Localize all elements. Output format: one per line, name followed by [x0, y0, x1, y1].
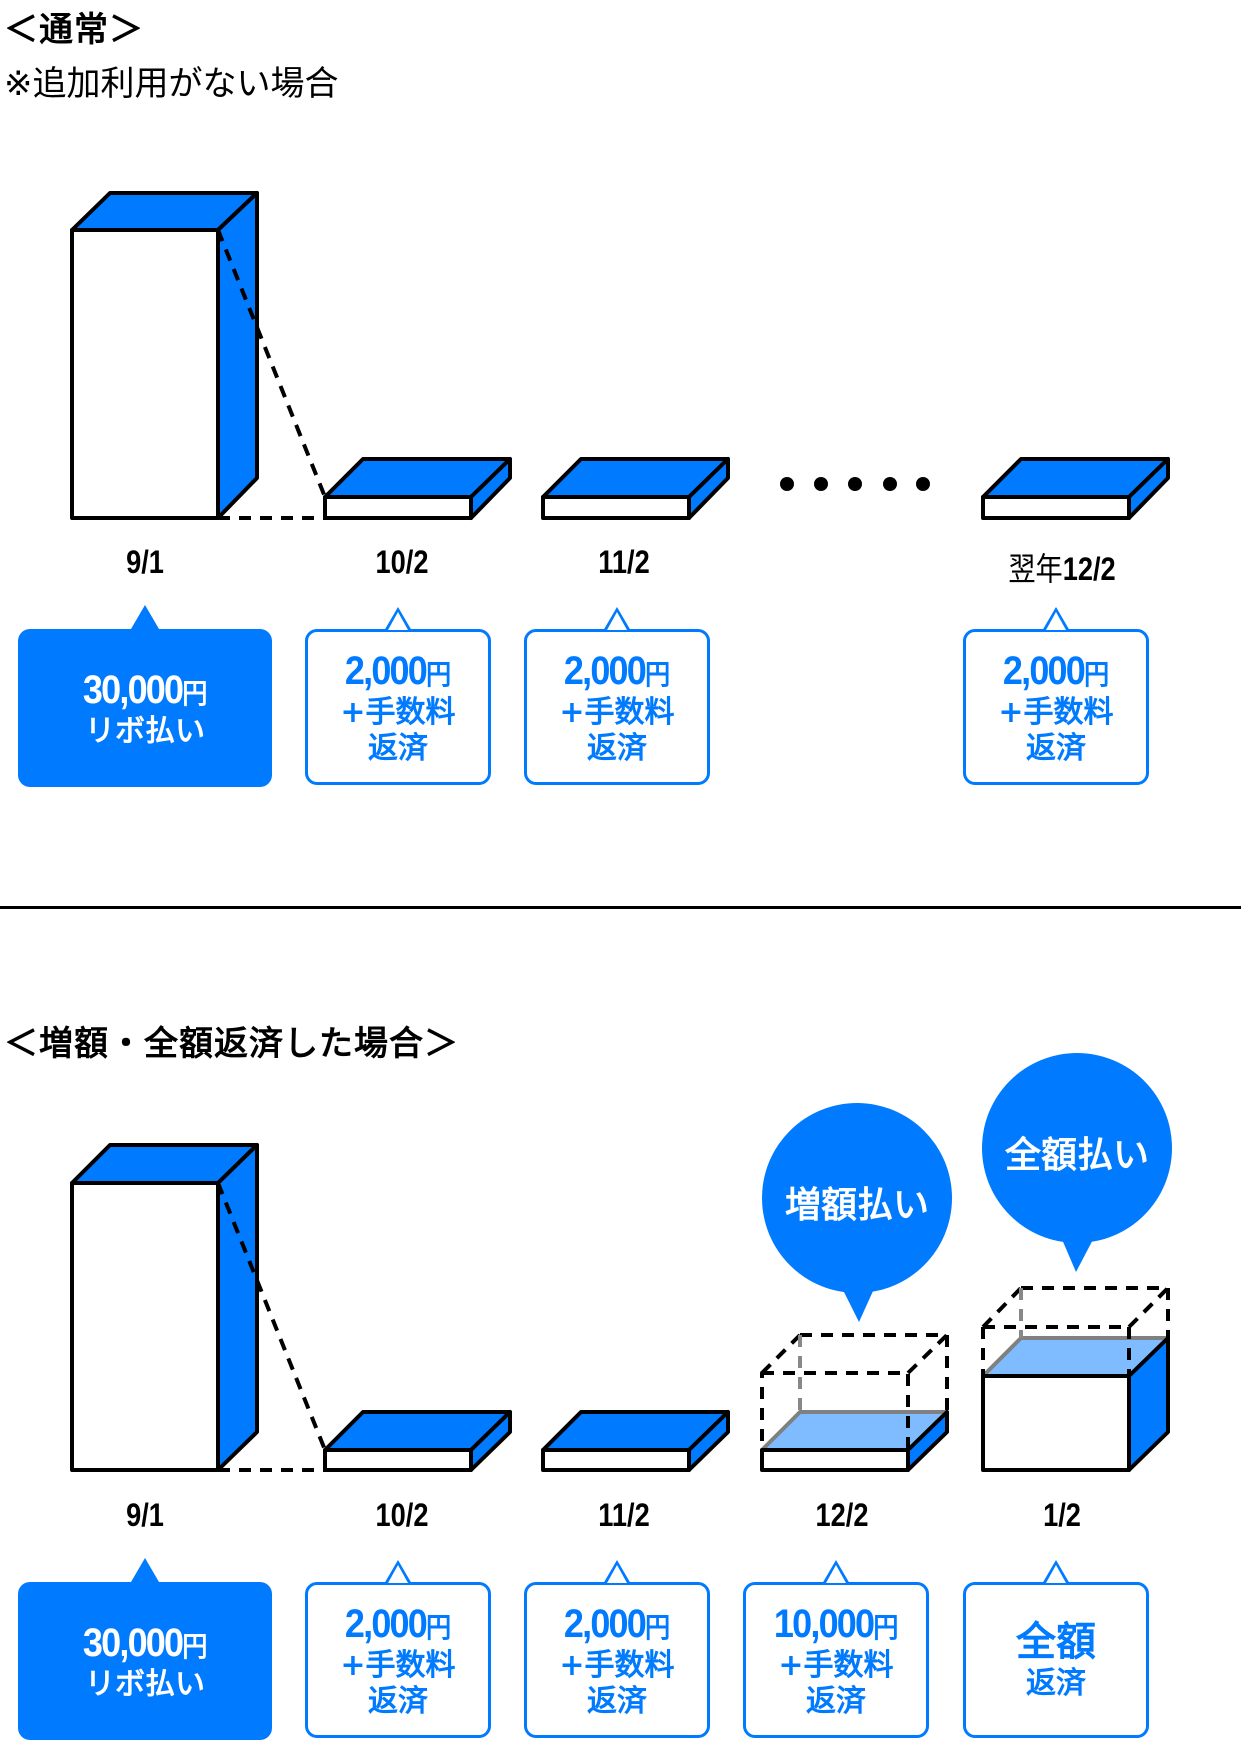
callout-text: リボ払い: [85, 714, 205, 749]
callout-text: 返済: [587, 1684, 647, 1719]
date-label: 10/2: [375, 1497, 429, 1533]
callout-revolving: 30,000円 リボ払い: [18, 1558, 272, 1740]
ellipsis-dots: [780, 477, 930, 491]
callout-tip: [603, 607, 631, 631]
section-heading-increase: ＜増額・全額返済した場合＞: [4, 1024, 459, 1064]
balance-box-9-1: [70, 191, 259, 520]
callout-tip: [603, 1560, 631, 1584]
bubble-label-increase: 増額払い: [784, 1185, 929, 1226]
dashed-guide: [216, 1182, 327, 1451]
bubble-full: [982, 1053, 1172, 1243]
callout-payment: 2,000円 +手数料 返済: [524, 607, 710, 785]
callout-payment-increase: 10,000円 +手数料 返済: [743, 1560, 929, 1738]
dashed-guide: [216, 229, 327, 498]
balance-slab-10-2-lower: [323, 1410, 512, 1472]
balance-slab-next-12-2: [981, 457, 1170, 520]
callout-amount: 2,000円: [1002, 649, 1110, 693]
date-label-next-year: 翌年12/2: [977, 544, 1147, 590]
callout-text: リボ払い: [85, 1667, 205, 1702]
callout-payment: 2,000円 +手数料 返済: [524, 1560, 710, 1738]
callout-payment-full: 全額 返済: [963, 1560, 1149, 1738]
date-label: 9/1: [126, 1497, 164, 1533]
callout-text: 全額: [1016, 1619, 1096, 1665]
callout-text: +手数料: [340, 1648, 456, 1683]
date-value: 12/2: [1062, 551, 1116, 587]
callout-tip: [822, 1560, 850, 1584]
date-prefix: 翌年: [1008, 550, 1063, 588]
callout-tip: [384, 1560, 412, 1584]
balance-slab-10-2: [323, 457, 512, 520]
callout-text: 返済: [1026, 1666, 1086, 1701]
callout-tip: [1042, 1560, 1070, 1584]
callout-text: +手数料: [998, 695, 1114, 730]
callout-payment: 2,000円 +手数料 返済: [305, 607, 491, 785]
callout-amount: 10,000円: [773, 1602, 899, 1646]
bubble-full-tail: [1058, 1230, 1098, 1272]
callout-amount: 2,000円: [563, 1602, 671, 1646]
callout-text: 返済: [368, 1684, 428, 1719]
bubble-increase: [762, 1103, 952, 1293]
date-label: 11/2: [598, 1497, 650, 1533]
balance-box-9-1-lower: [70, 1143, 259, 1472]
callout-tip: [1042, 607, 1070, 631]
callout-amount: 2,000円: [344, 649, 452, 693]
callout-text: +手数料: [559, 695, 675, 730]
date-label: 12/2: [815, 1497, 869, 1533]
callout-amount: 30,000円: [82, 1621, 208, 1665]
date-label: 11/2: [598, 544, 650, 580]
section-divider: [0, 906, 1241, 909]
balance-box-1-2-full: [981, 1286, 1170, 1472]
callout-text: 返済: [587, 731, 647, 766]
callout-amount: 30,000円: [82, 668, 208, 712]
callout-revolving: 30,000円 リボ払い: [18, 605, 272, 787]
callout-text: +手数料: [778, 1648, 894, 1683]
section-heading-normal: ＜通常＞: [4, 10, 144, 50]
callout-amount: 2,000円: [563, 649, 671, 693]
date-label: 1/2: [1043, 1497, 1081, 1533]
callout-amount: 2,000円: [344, 1602, 452, 1646]
callout-payment: 2,000円 +手数料 返済: [305, 1560, 491, 1738]
callout-text: 返済: [806, 1684, 866, 1719]
bubble-label-full: 全額払い: [1004, 1135, 1149, 1176]
callout-text: +手数料: [340, 695, 456, 730]
date-label: 9/1: [126, 544, 164, 580]
callout-tip: [131, 1558, 159, 1582]
section-note: ※追加利用がない場合: [4, 64, 339, 104]
callout-text: 返済: [368, 731, 428, 766]
date-label: 10/2: [375, 544, 429, 580]
callout-text: +手数料: [559, 1648, 675, 1683]
balance-slab-11-2: [541, 457, 730, 520]
callout-payment: 2,000円 +手数料 返済: [963, 607, 1149, 785]
callout-tip: [131, 605, 159, 629]
callout-tip: [384, 607, 412, 631]
callout-text: 返済: [1026, 731, 1086, 766]
balance-slab-12-2-increase: [760, 1333, 949, 1472]
balance-slab-11-2-lower: [541, 1410, 730, 1472]
bubble-increase-tail: [838, 1280, 878, 1322]
